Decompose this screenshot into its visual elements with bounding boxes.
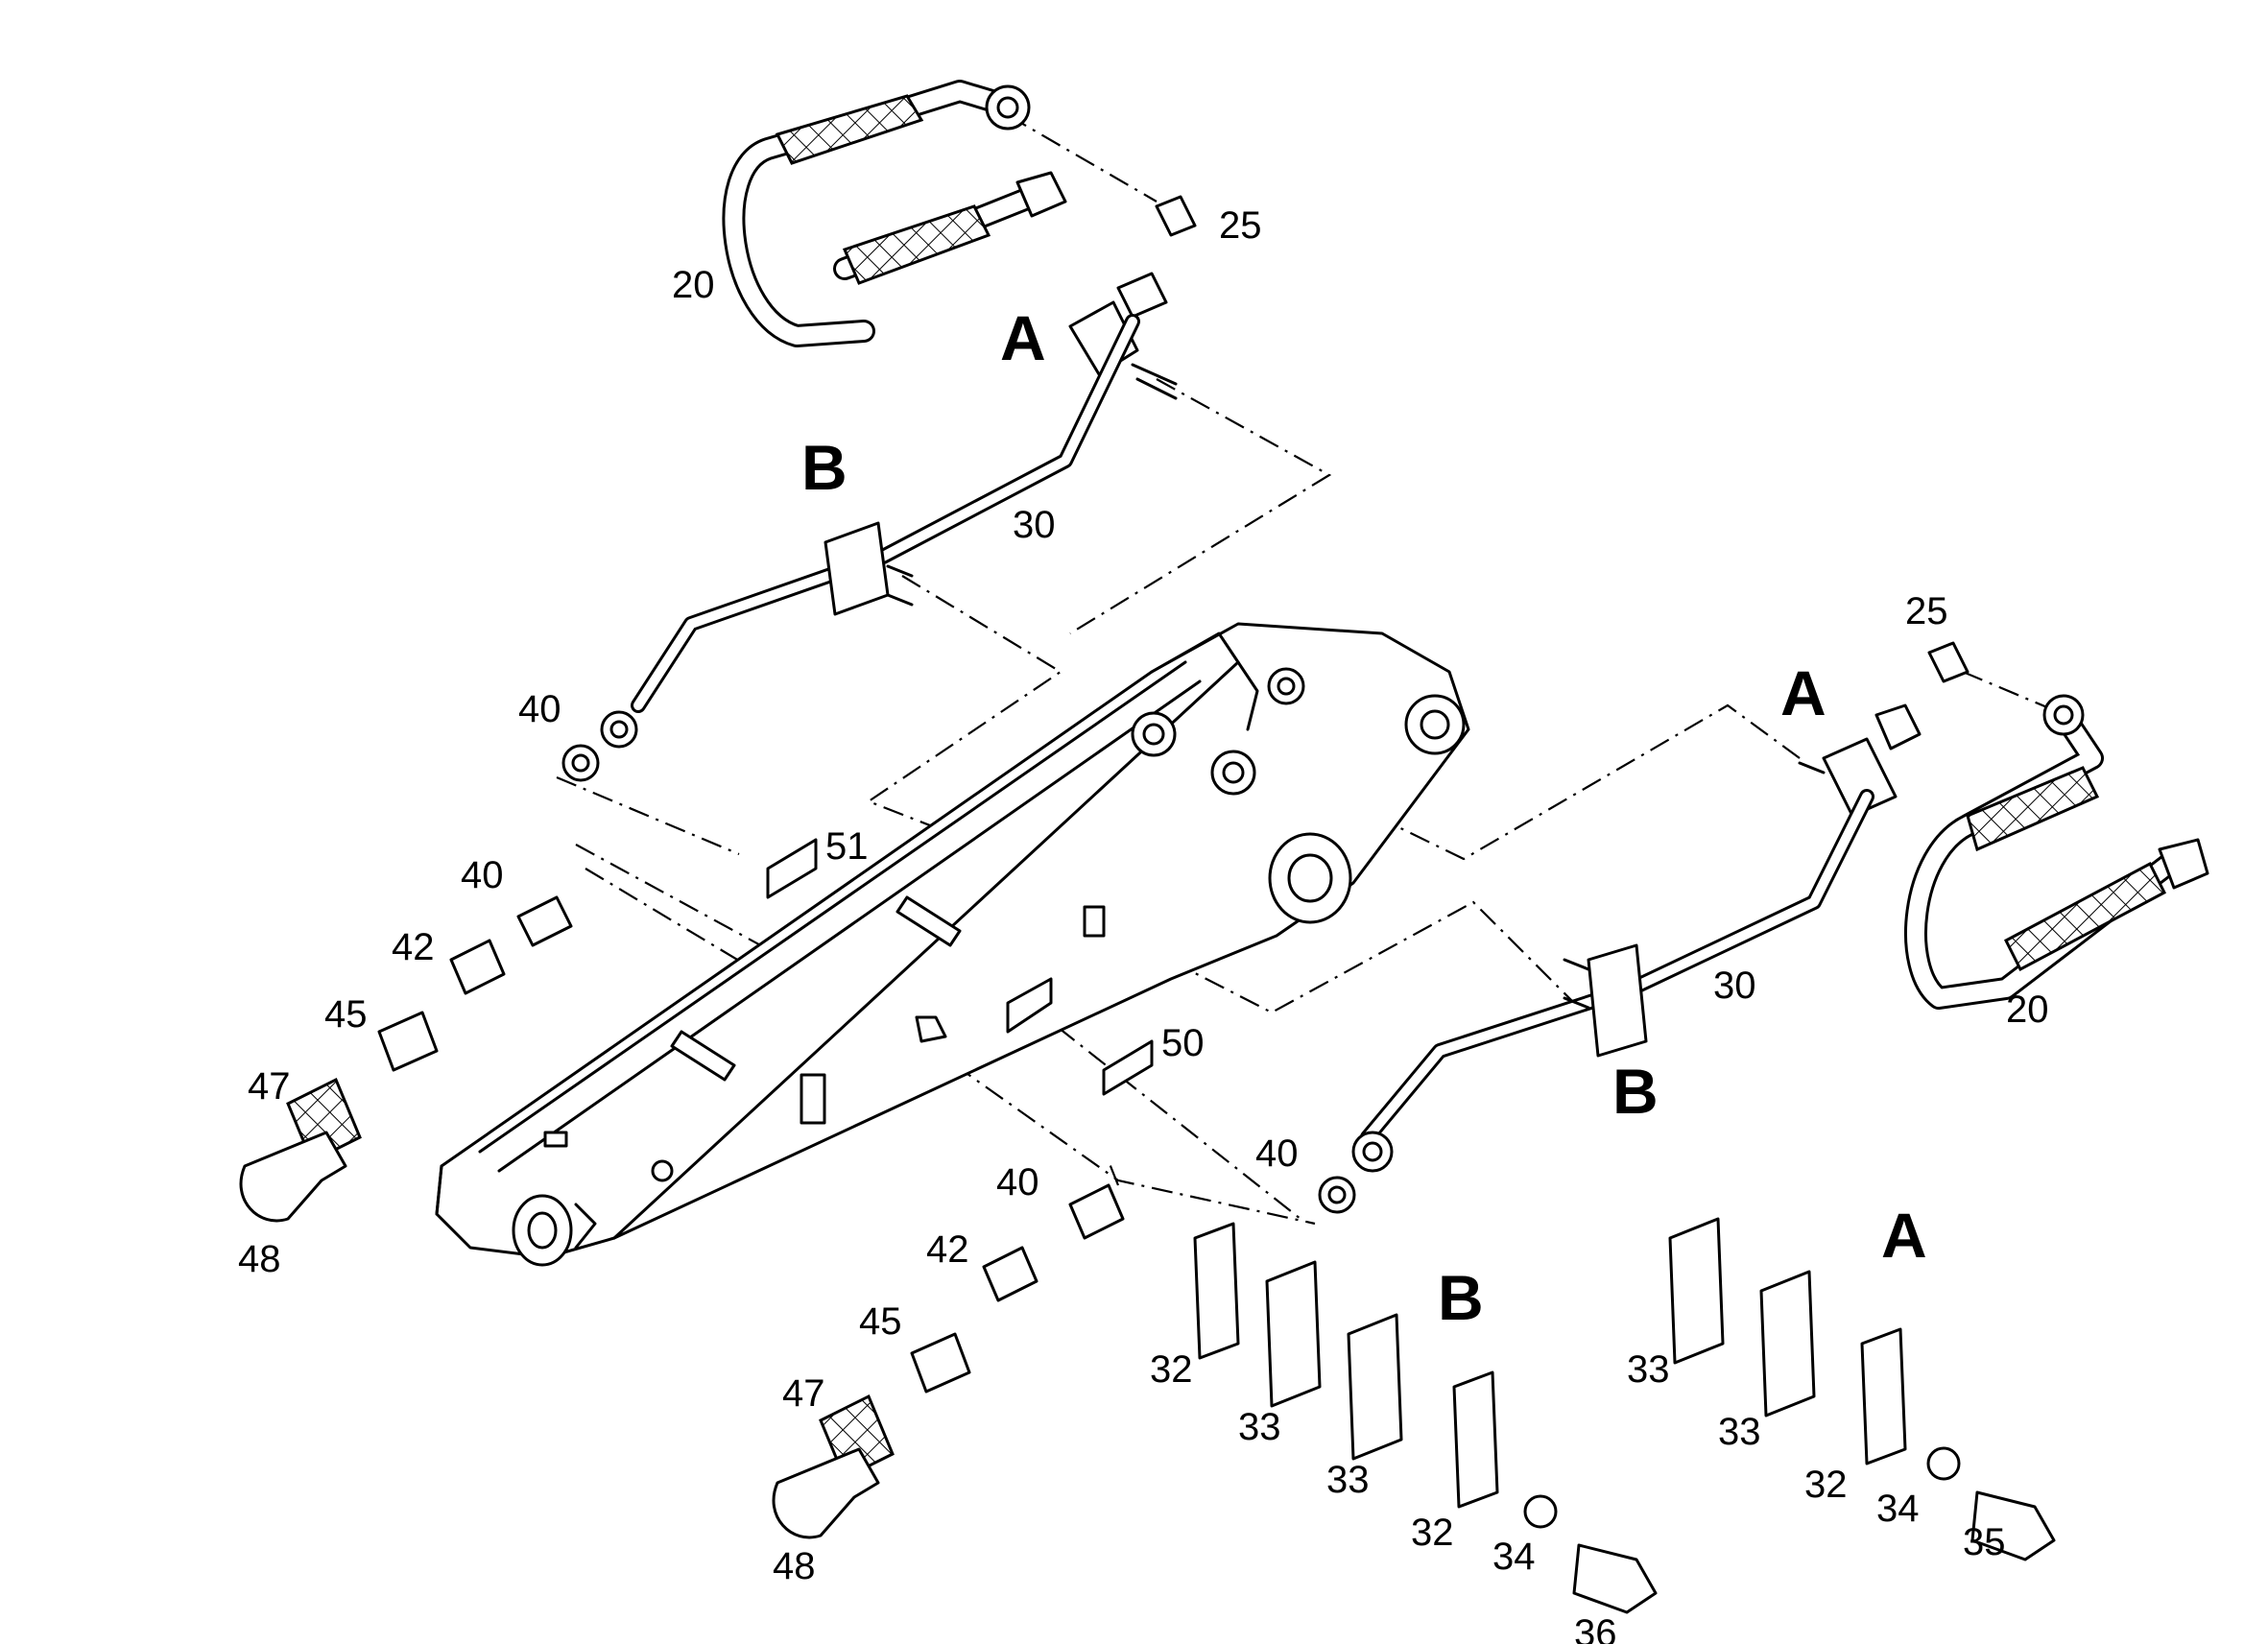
label-part-36: 36 — [1574, 1612, 1617, 1644]
label-part-32: 32 — [1411, 1512, 1454, 1554]
label-part-25: 25 — [1219, 204, 1262, 247]
label-view-A: A — [1780, 657, 1826, 728]
label-part-35: 35 — [1963, 1521, 2006, 1563]
label-part-48: 48 — [238, 1238, 281, 1280]
label-part-33: 33 — [1238, 1406, 1281, 1448]
label-part-20: 20 — [672, 264, 715, 306]
bolt-35 — [1970, 1490, 2056, 1561]
label-part-40: 40 — [996, 1161, 1039, 1203]
label-part-45: 45 — [324, 993, 368, 1036]
label-part-48: 48 — [773, 1545, 816, 1587]
label-part-40: 40 — [1255, 1132, 1299, 1175]
label-part-47: 47 — [248, 1065, 291, 1108]
label-part-33: 33 — [1627, 1348, 1670, 1391]
label-plates — [766, 838, 1154, 1096]
label-part-25: 25 — [1905, 590, 1948, 632]
label-part-30: 30 — [1013, 504, 1056, 546]
label-part-30: 30 — [1713, 965, 1756, 1007]
label-part-32: 32 — [1804, 1464, 1848, 1506]
label-part-32: 32 — [1150, 1348, 1193, 1391]
plate-50a — [1006, 977, 1053, 1034]
label-part-51: 51 — [825, 825, 869, 868]
left-fitting-stack — [239, 895, 573, 1223]
top-pipe-assembly — [561, 314, 1140, 782]
elbow-25-right — [1927, 641, 1970, 683]
label-view-A: A — [1881, 1200, 1927, 1271]
plate-50b — [1102, 1039, 1154, 1096]
elbow-25-top — [1155, 195, 1197, 237]
clamp-detail-A — [1668, 1217, 2056, 1561]
label-part-34: 34 — [1876, 1488, 1920, 1530]
label-part-42: 42 — [926, 1228, 969, 1271]
boom-arm — [435, 622, 1470, 1267]
clamp-B-top — [824, 521, 890, 616]
label-part-47: 47 — [782, 1372, 825, 1415]
right-pipe-assembly — [1318, 789, 1874, 1214]
part-labels: 20 25 A B 30 40 25 A 20 30 B 40 51 50 40… — [238, 204, 2049, 1644]
clamp-A-right — [1822, 737, 1898, 818]
bolt-36 — [1572, 1543, 1658, 1614]
label-view-A: A — [1000, 302, 1046, 373]
label-part-40: 40 — [461, 854, 504, 896]
label-part-50: 50 — [1161, 1022, 1205, 1064]
label-part-40: 40 — [518, 688, 561, 730]
plate-51 — [766, 838, 818, 899]
clamp-B-right — [1587, 943, 1648, 1058]
right-hose-assembly — [1798, 641, 2209, 1010]
label-view-B: B — [801, 432, 848, 503]
label-part-42: 42 — [392, 926, 435, 968]
top-hose-assembly — [722, 80, 1197, 400]
label-part-33: 33 — [1326, 1459, 1370, 1501]
label-view-B: B — [1612, 1056, 1659, 1127]
label-part-45: 45 — [859, 1300, 902, 1343]
label-part-20: 20 — [2006, 989, 2049, 1031]
label-part-34: 34 — [1492, 1536, 1536, 1578]
label-view-B: B — [1438, 1262, 1484, 1333]
clamp-detail-B — [1193, 1222, 1658, 1614]
bottom-fitting-stack — [772, 1183, 1125, 1539]
label-part-33: 33 — [1718, 1411, 1761, 1453]
